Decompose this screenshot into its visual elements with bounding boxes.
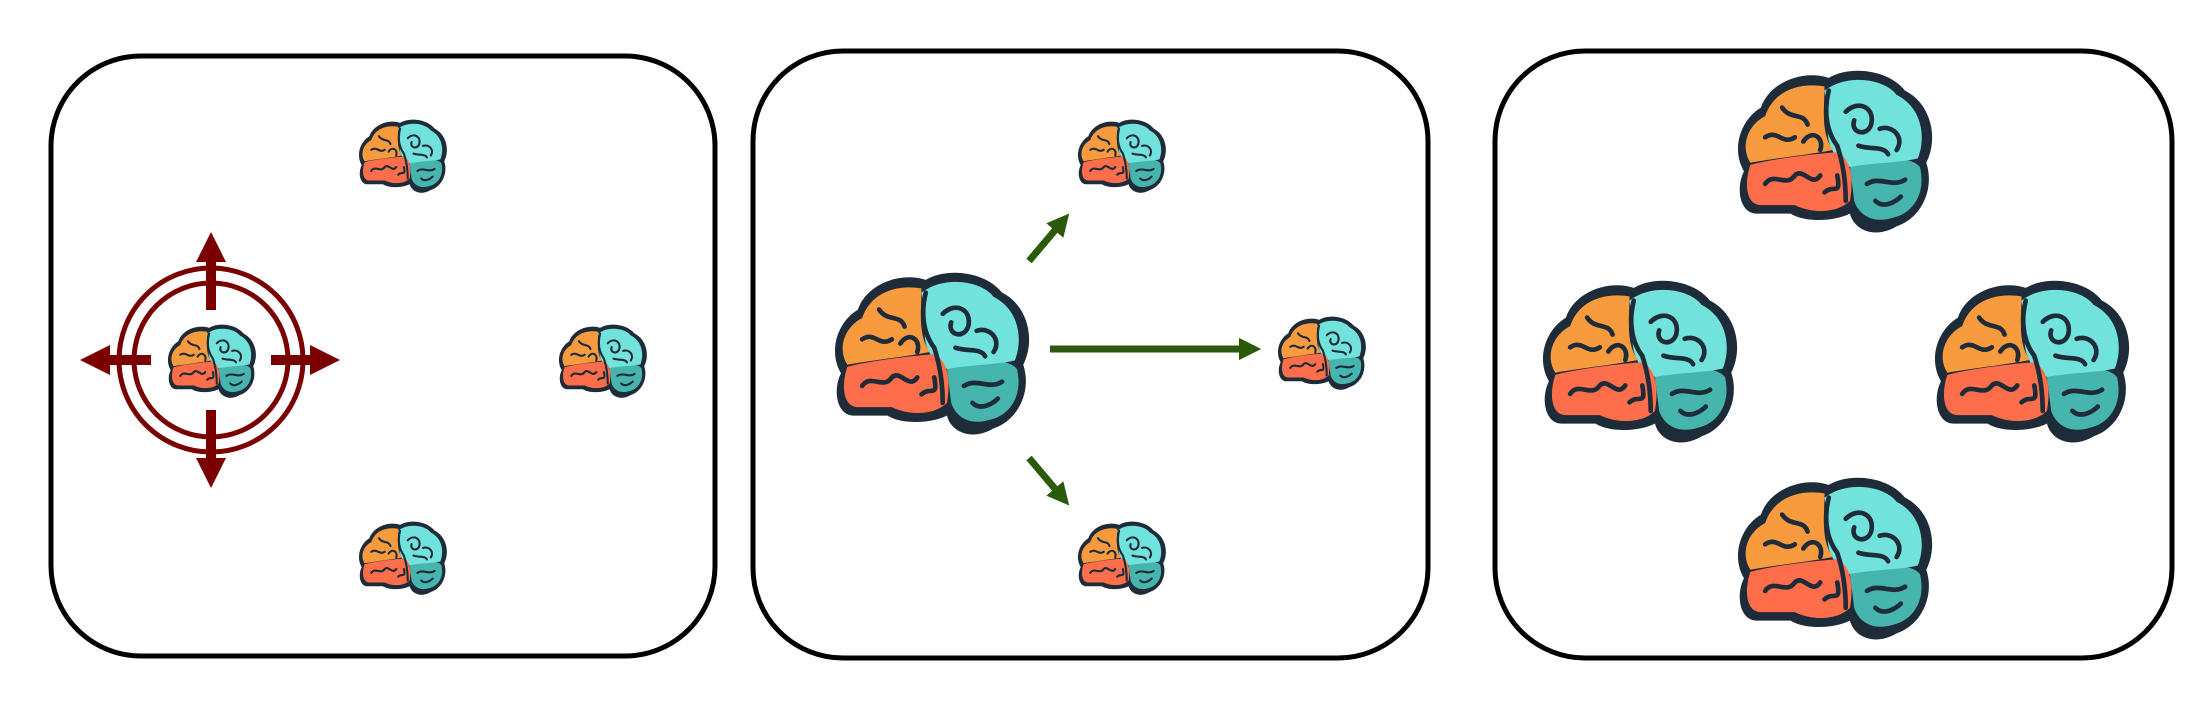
panel-grown [1492, 48, 2175, 661]
crosshair-icon [80, 232, 340, 488]
panel-border [750, 48, 1431, 661]
panel-spread [750, 48, 1431, 661]
panel-border [48, 53, 718, 659]
panel-border [1492, 48, 2175, 661]
panel-target [48, 53, 718, 659]
arrow-down-right-icon [1026, 455, 1070, 506]
arrow-up-right-icon [1026, 213, 1070, 264]
